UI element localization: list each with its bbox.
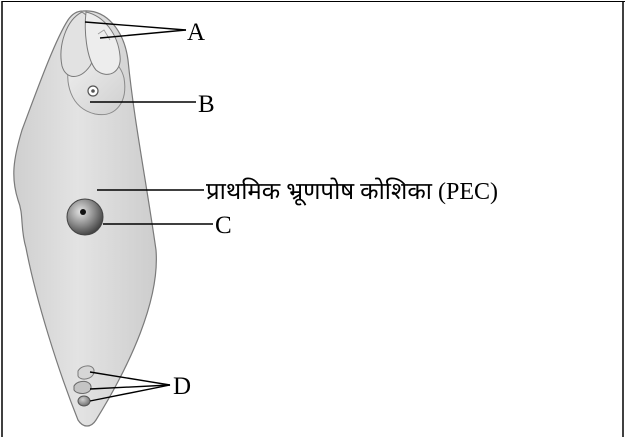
leader-line-d xyxy=(89,371,171,386)
antipodal-cell xyxy=(73,380,92,394)
label-d: D xyxy=(173,373,191,400)
leader-line-a xyxy=(99,29,187,39)
egg-nucleolus xyxy=(91,89,95,93)
antipodal-cell xyxy=(77,395,91,407)
egg-apparatus xyxy=(60,11,126,116)
leader-lines xyxy=(84,21,213,402)
label-pec: प्राथमिक भ्रूणपोष कोशिका (PEC) xyxy=(206,177,498,206)
nucleolus xyxy=(80,209,86,215)
antipodal-cells xyxy=(73,365,95,407)
label-b: B xyxy=(198,91,215,118)
label-c: C xyxy=(215,212,232,239)
leader-line-d xyxy=(89,384,171,390)
leader-line-d xyxy=(89,384,171,402)
synergid xyxy=(84,11,121,75)
secondary-nucleus xyxy=(66,198,104,236)
label-a: A xyxy=(187,19,205,46)
leader-line-a xyxy=(84,21,187,31)
